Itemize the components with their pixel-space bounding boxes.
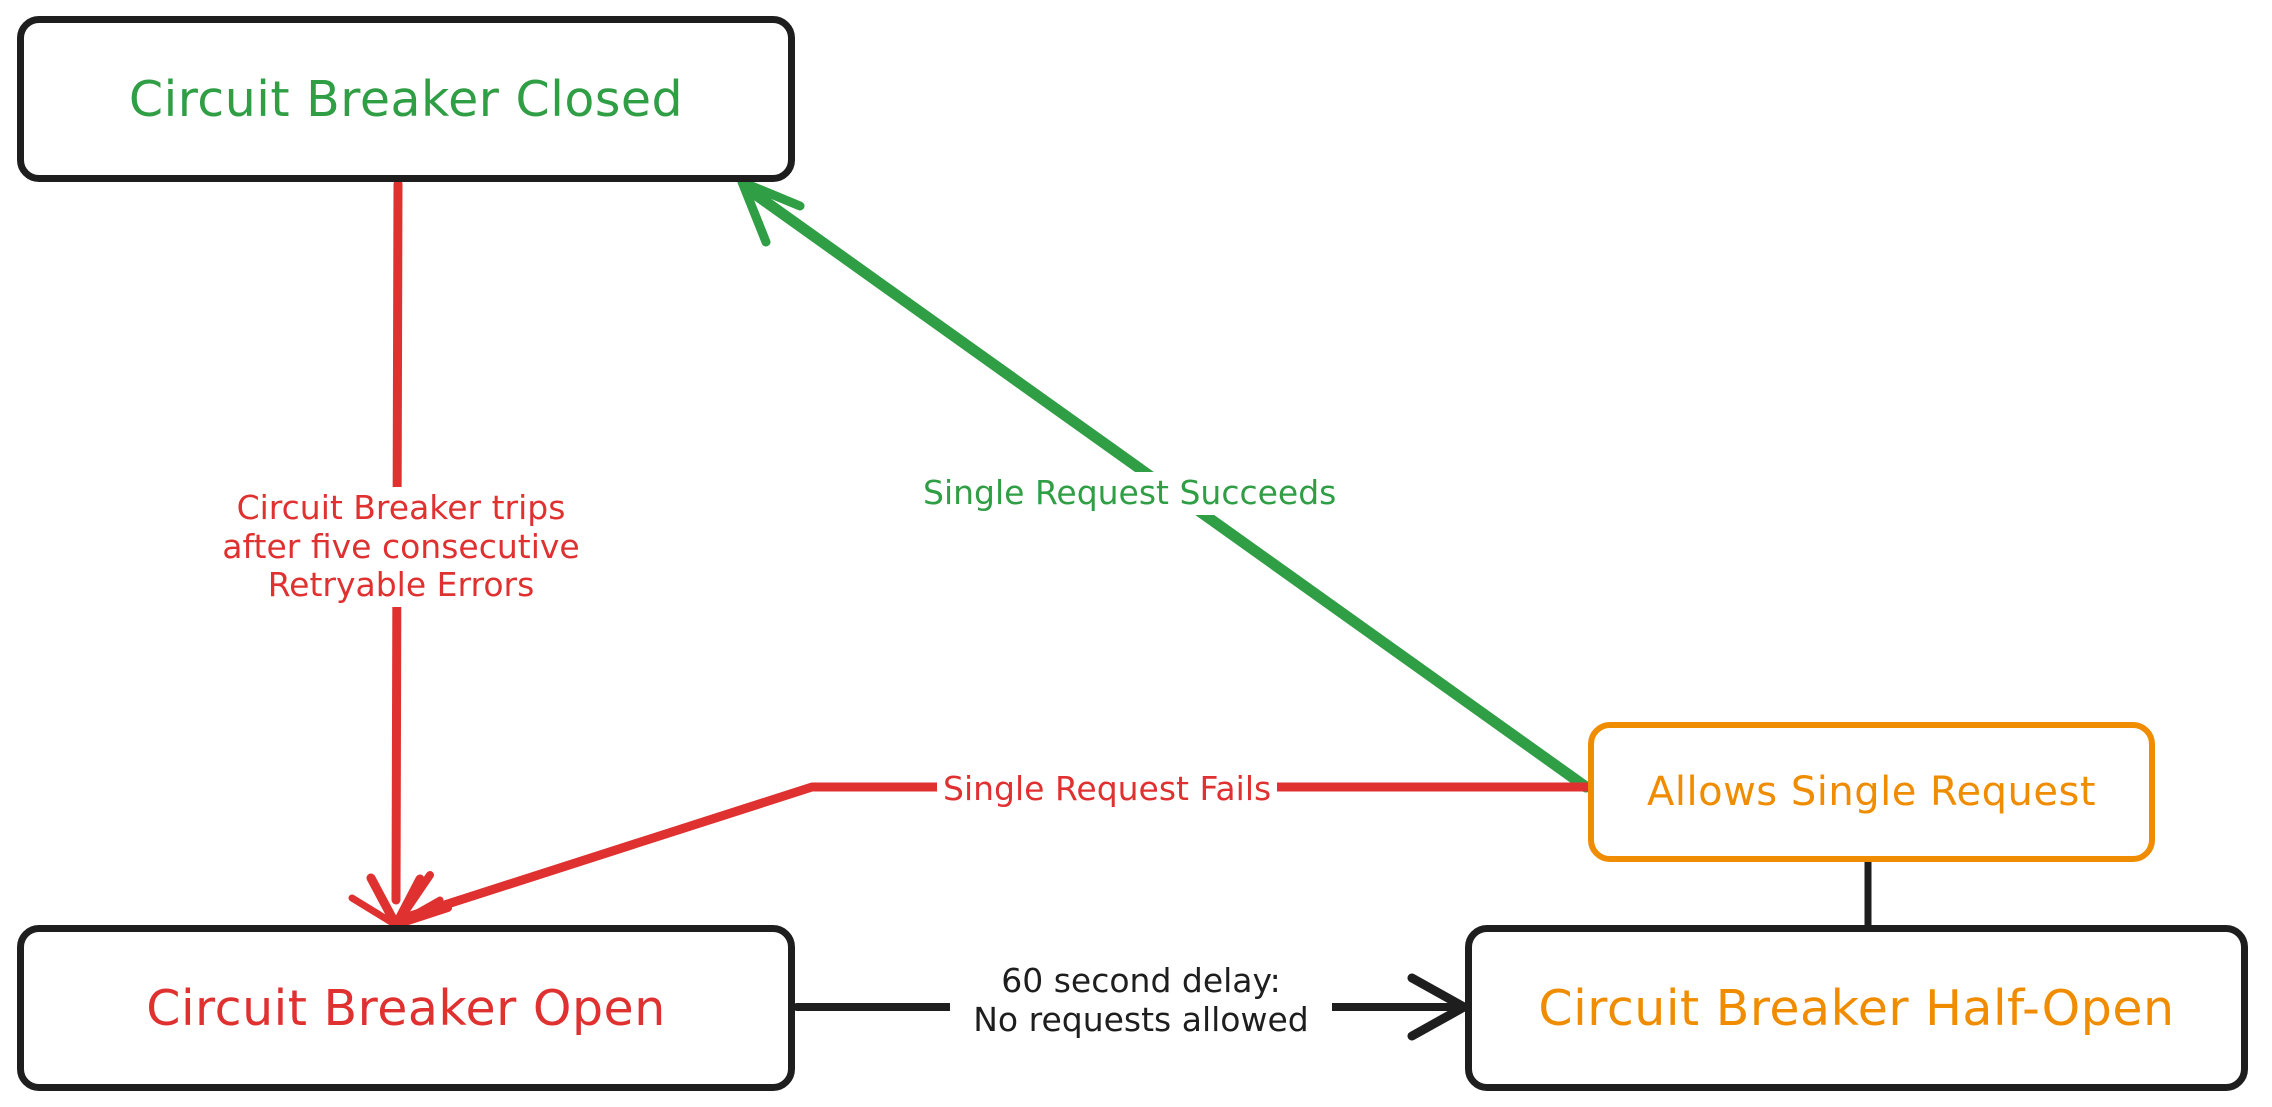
edge-label-line: Retryable Errors [267,565,535,605]
edge-label-open-to-half-open: 60 second delay: No requests allowed [950,960,1332,1042]
edge-label-line: Circuit Breaker trips [236,488,566,527]
node-label-circuit-breaker-half-open: Circuit Breaker Half-Open [1538,979,2175,1037]
node-circuit-breaker-closed[interactable]: Circuit Breaker Closed [17,16,795,182]
node-allows-single-request[interactable]: Allows Single Request [1588,722,2155,862]
node-label-circuit-breaker-closed: Circuit Breaker Closed [128,70,684,128]
edge-label-line: 60 second delay: [1001,961,1281,1000]
node-circuit-breaker-half-open[interactable]: Circuit Breaker Half-Open [1465,925,2248,1091]
node-circuit-breaker-open[interactable]: Circuit Breaker Open [17,925,795,1091]
node-label-circuit-breaker-open: Circuit Breaker Open [146,979,666,1037]
edge-label-line: Single Request Succeeds [923,473,1337,512]
edge-label-allows-to-open: Single Request Fails [937,768,1278,811]
edge-label-line: Single Request Fails [943,769,1272,808]
edge-label-line: after five consecutive [222,526,580,566]
edge-label-line: No requests allowed [973,999,1309,1039]
edge-label-closed-to-open: Circuit Breaker trips after five consecu… [155,487,647,607]
edge-label-allows-to-closed: Single Request Succeeds [917,472,1343,515]
node-label-allows-single-request: Allows Single Request [1647,769,2096,815]
